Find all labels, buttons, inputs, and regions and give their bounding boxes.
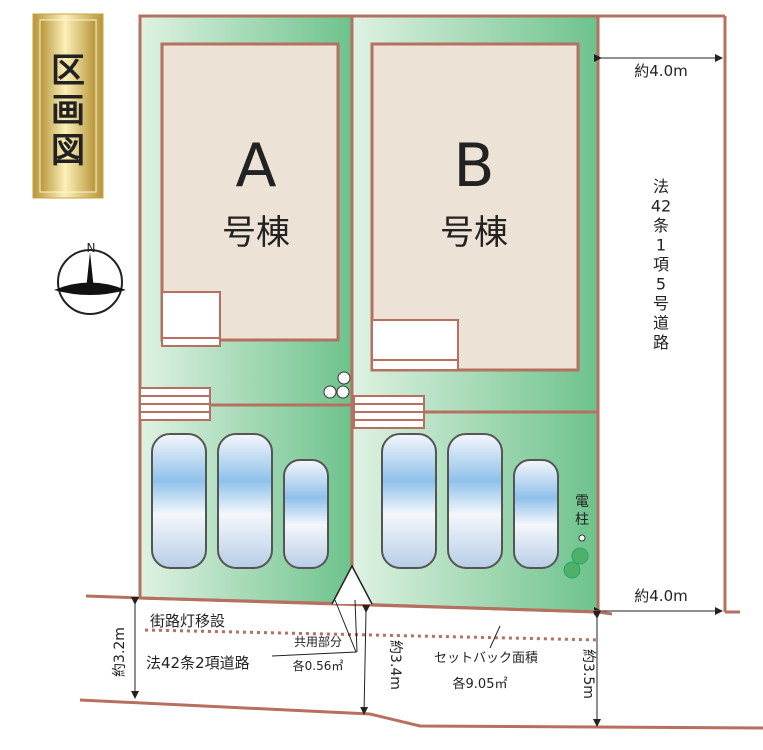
utility-pole: 電 柱 xyxy=(563,494,589,579)
title-char: 画 xyxy=(51,91,85,131)
house-b xyxy=(370,42,580,372)
house-a xyxy=(160,42,340,342)
east-road-label-char: 条 xyxy=(653,216,669,235)
east-road-width-top: 約4.0m xyxy=(634,62,687,80)
east-road-width-bottom: 約4.0m xyxy=(634,587,687,605)
east-road-label-char: 号 xyxy=(653,294,669,313)
setback-label: セットバック面積 xyxy=(434,651,538,666)
north-label: N xyxy=(87,241,96,255)
south-road-width-mid: 約3.4m xyxy=(387,640,403,690)
east-road-label-char: 道 xyxy=(653,314,669,333)
lot-a-suffix: 号棟 xyxy=(222,213,290,253)
east-road-label-char: 5 xyxy=(656,275,666,294)
car-icon xyxy=(151,433,207,569)
shared-part-label: 共用部分 xyxy=(294,634,342,649)
pole-label: 電 xyxy=(575,494,589,510)
car-icon xyxy=(381,433,437,569)
east-road-label-char: 42 xyxy=(651,197,671,216)
streetlight-relocation-label: 街路灯移設 xyxy=(150,612,225,630)
east-road-label-char: 1 xyxy=(656,236,666,255)
pole-label: 柱 xyxy=(575,512,589,528)
title-plaque: 区 画 図 xyxy=(32,13,104,199)
title-char: 区 xyxy=(51,51,85,91)
parking-cars xyxy=(151,433,559,569)
south-road-label: 法42条2項道路 xyxy=(146,654,250,672)
south-road-width-right: 約3.5m xyxy=(580,649,596,699)
east-road-label-char: 路 xyxy=(653,333,669,352)
car-icon xyxy=(447,433,503,569)
car-icon xyxy=(513,459,559,569)
east-road-label-char: 法 xyxy=(653,177,669,196)
lot-b-letter: B xyxy=(453,131,494,201)
south-road: 街路灯移設 法42条2項道路 共用部分 各0.56㎡ セットバック面積 各9.0… xyxy=(79,564,763,730)
compass-north-icon: N xyxy=(54,241,126,315)
car-icon xyxy=(217,433,273,569)
south-road-width-left: 約3.2m xyxy=(112,627,128,677)
lot-b-suffix: 号棟 xyxy=(440,213,508,253)
shared-part-area: 各0.56㎡ xyxy=(293,658,344,673)
car-icon xyxy=(283,459,329,569)
east-road-label-char: 項 xyxy=(653,255,669,274)
title-char: 図 xyxy=(51,131,85,171)
lot-a-letter: A xyxy=(235,131,276,201)
setback-area: 各9.05㎡ xyxy=(453,676,508,692)
